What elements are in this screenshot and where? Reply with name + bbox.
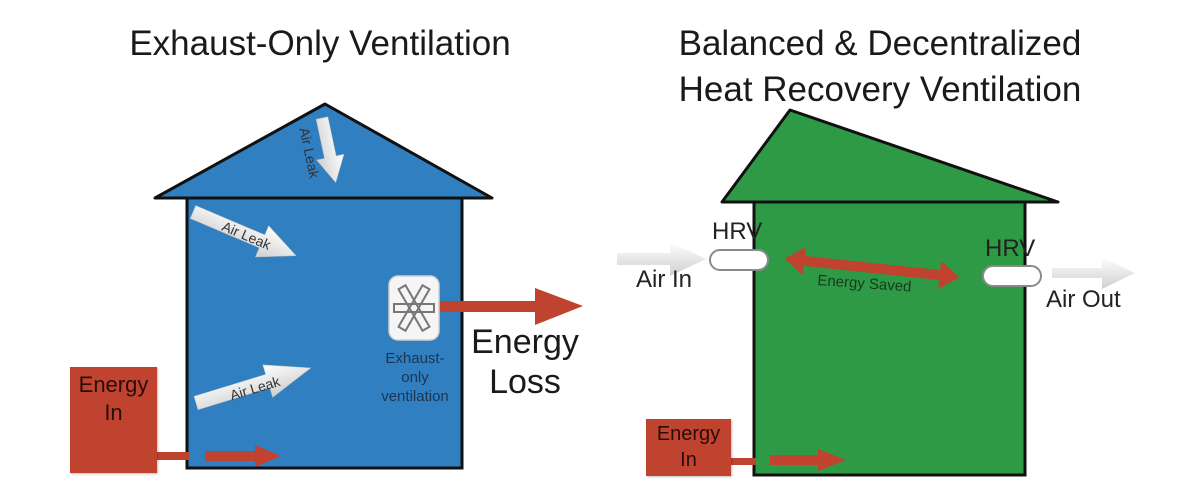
left-energy-in-arrow — [205, 445, 281, 467]
right-panel-title-line-2: Heat Recovery Ventilation — [678, 70, 1082, 109]
exhaust-fan-icon — [388, 275, 440, 341]
exhaust-fan-label-line-3: ventilation — [381, 388, 449, 405]
left-energy-in-label-line-2: In — [104, 400, 123, 425]
air-out-label: Air Out — [1046, 286, 1121, 313]
hrv-unit-right — [982, 265, 1042, 287]
energy-loss-label-line-1: Energy — [471, 323, 579, 361]
right-energy-in-connector — [731, 458, 756, 465]
energy-loss-label-line-2: Loss — [489, 363, 561, 401]
hrv-left-label: HRV — [712, 218, 763, 245]
right-energy-in-label-line-1: Energy — [656, 423, 721, 445]
left-energy-in-label-line-1: Energy — [78, 372, 149, 397]
air-leak-arrow-upper — [189, 205, 297, 258]
hrv-unit-left — [709, 249, 769, 271]
right-energy-in-box: Energy In — [646, 419, 731, 476]
left-panel-title: Exhaust-Only Ventilation — [129, 24, 511, 63]
right-energy-in-label-line-2: In — [680, 449, 697, 471]
hrv-right-label: HRV — [985, 235, 1036, 262]
exhaust-fan-label: Exhaust- only ventilation — [372, 349, 458, 406]
air-out-arrow — [1052, 257, 1135, 289]
air-in-label: Air In — [636, 266, 693, 293]
left-energy-in-box: Energy In — [70, 367, 157, 473]
exhaust-fan-label-line-1: Exhaust- — [385, 350, 445, 367]
right-house-body — [752, 200, 1027, 477]
energy-loss-arrow — [440, 288, 583, 325]
right-house-roof — [720, 108, 1060, 204]
energy-saved-arrow — [784, 246, 960, 290]
air-leak-arrow-lower — [193, 364, 312, 411]
left-energy-in-connector — [157, 452, 189, 460]
air-in-arrow — [617, 242, 706, 276]
energy-loss-label: Energy Loss — [455, 322, 595, 402]
right-panel-title-line-1: Balanced & Decentralized — [678, 24, 1082, 63]
right-house — [720, 108, 1060, 477]
exhaust-fan-label-line-2: only — [401, 369, 429, 386]
air-leak-arrow-roof — [315, 116, 345, 184]
right-energy-in-arrow — [770, 449, 846, 471]
